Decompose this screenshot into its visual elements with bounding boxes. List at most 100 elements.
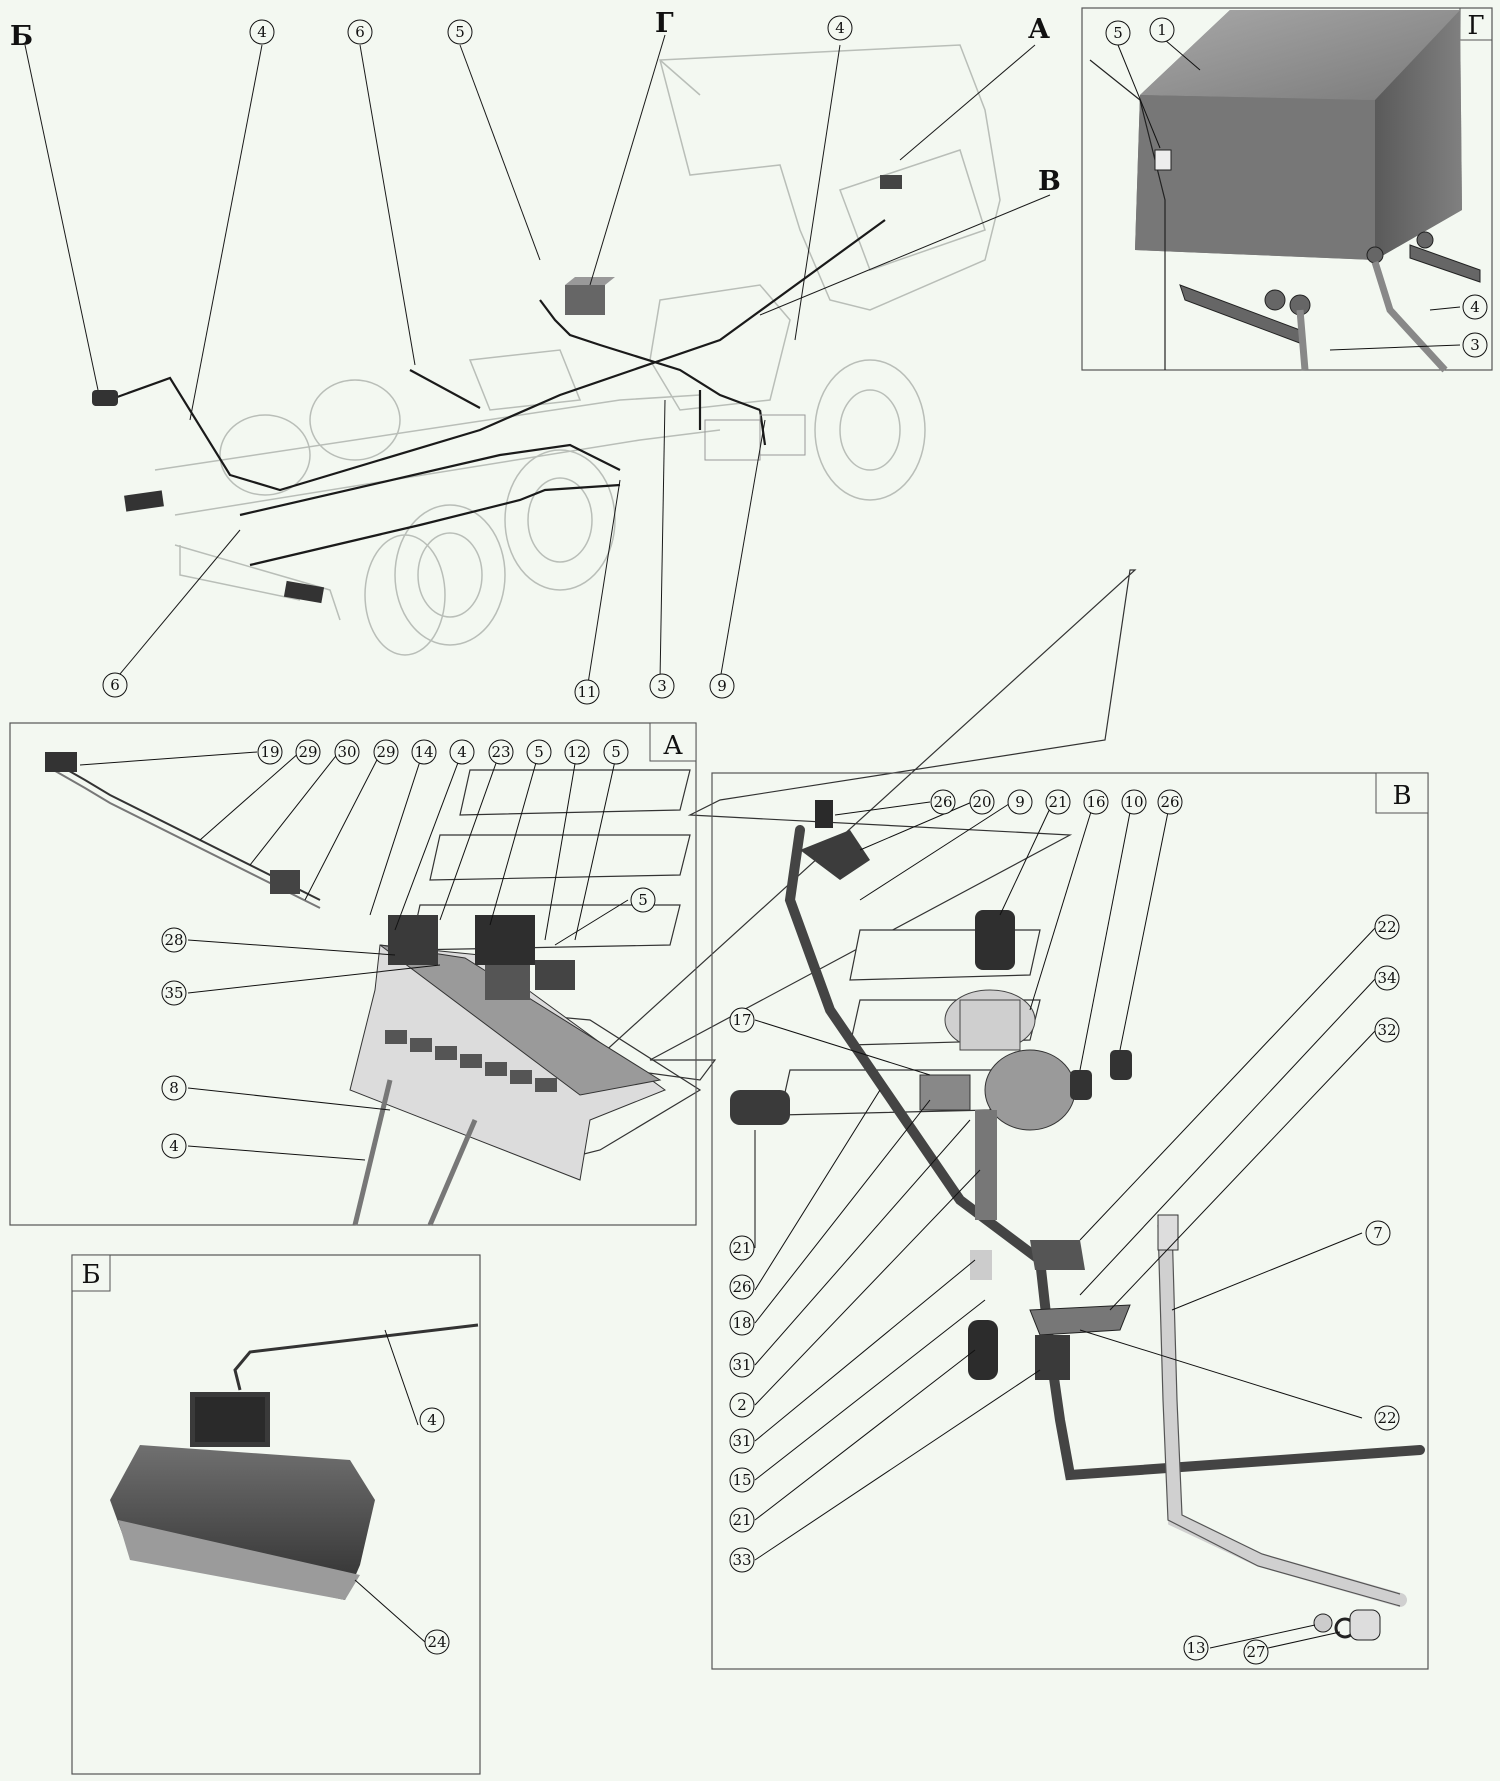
svg-text:4: 4 (1470, 298, 1480, 316)
svg-text:5: 5 (611, 743, 621, 761)
view-label-v: В (1038, 166, 1061, 197)
svg-text:10: 10 (1124, 793, 1143, 811)
callout-v-14: 18 (729, 1310, 755, 1336)
callout-v-0: 26 (930, 789, 956, 815)
svg-text:21: 21 (732, 1511, 751, 1529)
panel-b: Б 4 24 (71, 1254, 481, 1775)
b-callouts: 4 24 (419, 1407, 450, 1655)
svg-text:4: 4 (257, 23, 267, 41)
callout-v-6: 26 (1157, 789, 1183, 815)
v-battery-cable (1158, 1218, 1407, 1607)
callout-v-17: 31 (729, 1428, 755, 1454)
v-boot-21 (975, 910, 1015, 970)
callout-main-7: 9 (709, 673, 735, 699)
svg-text:23: 23 (491, 743, 510, 761)
svg-text:35: 35 (164, 984, 183, 1002)
callout-main-4: 6 (102, 672, 128, 698)
callout-v-5: 10 (1121, 789, 1147, 815)
v-leaders (754, 801, 1377, 1649)
svg-text:22: 22 (1377, 1409, 1396, 1427)
callout-g-1: 1 (1149, 17, 1175, 43)
callout-v-21: 22 (1374, 1405, 1400, 1431)
a-callouts: 19 29 30 29 14 4 23 5 12 5 5 28 35 8 4 (161, 739, 656, 1159)
view-label-g: Г (655, 8, 674, 39)
callout-a-14: 4 (161, 1133, 187, 1159)
svg-text:5: 5 (1113, 24, 1123, 42)
svg-text:6: 6 (110, 676, 120, 694)
callout-v-15: 31 (729, 1352, 755, 1378)
svg-text:29: 29 (298, 743, 317, 761)
callout-a-10: 5 (630, 887, 656, 913)
callout-a-9: 5 (603, 739, 629, 765)
rear-lamp-right (283, 580, 325, 604)
view-label-a: А (1028, 14, 1050, 45)
callout-v-12: 21 (729, 1235, 755, 1261)
v-boot-lower (968, 1320, 998, 1380)
callout-v-4: 16 (1083, 789, 1109, 815)
callout-v-3: 21 (1045, 789, 1071, 815)
view-label-b: Б (10, 21, 33, 52)
box-connector (1154, 149, 1172, 171)
svg-text:4: 4 (835, 19, 845, 37)
callout-a-5: 4 (449, 739, 475, 765)
svg-text:32: 32 (1377, 1021, 1396, 1039)
svg-text:31: 31 (732, 1356, 751, 1374)
callout-a-11: 28 (161, 927, 187, 953)
svg-text:1: 1 (1157, 21, 1167, 39)
svg-text:4: 4 (169, 1137, 179, 1155)
svg-text:11: 11 (577, 683, 596, 701)
callout-main-1: 6 (347, 19, 373, 45)
callout-v-10: 17 (729, 1007, 755, 1033)
v-nut-assembly (1029, 1240, 1131, 1380)
switch-row (385, 1030, 557, 1092)
v-boot-elbow (800, 830, 870, 880)
svg-text:21: 21 (1048, 793, 1067, 811)
control-box (1135, 10, 1462, 260)
panel-b-label: Б (81, 1260, 100, 1290)
callout-a-7: 5 (526, 739, 552, 765)
callout-v-2: 9 (1007, 789, 1033, 815)
v-fitting (970, 1250, 992, 1280)
svg-text:15: 15 (732, 1471, 751, 1489)
svg-text:27: 27 (1246, 1643, 1265, 1661)
svg-text:28: 28 (164, 931, 183, 949)
panel-a-label: А (663, 731, 683, 761)
callout-a-2: 30 (334, 739, 360, 765)
truck-overview: Б Г А В 4 6 5 4 6 11 3 9 (10, 8, 1061, 705)
svg-text:21: 21 (732, 1239, 751, 1257)
svg-text:7: 7 (1373, 1224, 1383, 1242)
svg-text:34: 34 (1377, 969, 1396, 987)
instrument-panel (349, 944, 667, 1181)
svg-text:9: 9 (717, 677, 727, 695)
relay-block (388, 915, 575, 1000)
callout-g-3: 3 (1462, 332, 1488, 358)
cab-switch-unit (880, 175, 902, 189)
callout-a-1: 29 (295, 739, 321, 765)
svg-text:26: 26 (1160, 793, 1179, 811)
callout-a-3: 29 (373, 739, 399, 765)
callout-main-3: 4 (827, 15, 853, 41)
main-callouts: 4 6 5 4 6 11 3 9 (102, 15, 853, 705)
v-small-caps (1070, 1050, 1132, 1100)
panel-v-label: В (1392, 781, 1411, 811)
callout-v-9: 32 (1374, 1017, 1400, 1043)
svg-text:16: 16 (1086, 793, 1105, 811)
callout-a-12: 35 (161, 980, 187, 1006)
panel-g-label: Г (1467, 11, 1484, 41)
svg-text:22: 22 (1377, 918, 1396, 936)
callout-g-0: 5 (1105, 20, 1131, 46)
v-boot-left (730, 1090, 790, 1125)
v-terminal-top (1157, 1214, 1179, 1251)
v-threaded-rod (975, 1110, 997, 1220)
panel-a: А (9, 722, 697, 1226)
v-callouts: 26 20 9 21 16 10 26 22 34 32 17 7 21 26 … (729, 789, 1400, 1665)
callout-v-11: 7 (1365, 1220, 1391, 1246)
batteries (704, 414, 806, 461)
callout-a-6: 23 (488, 739, 514, 765)
svg-text:3: 3 (657, 677, 667, 695)
callout-v-16: 2 (729, 1392, 755, 1418)
b-wire (233, 1323, 479, 1391)
svg-text:4: 4 (427, 1411, 437, 1429)
svg-text:8: 8 (169, 1079, 179, 1097)
callout-a-4: 14 (411, 739, 437, 765)
